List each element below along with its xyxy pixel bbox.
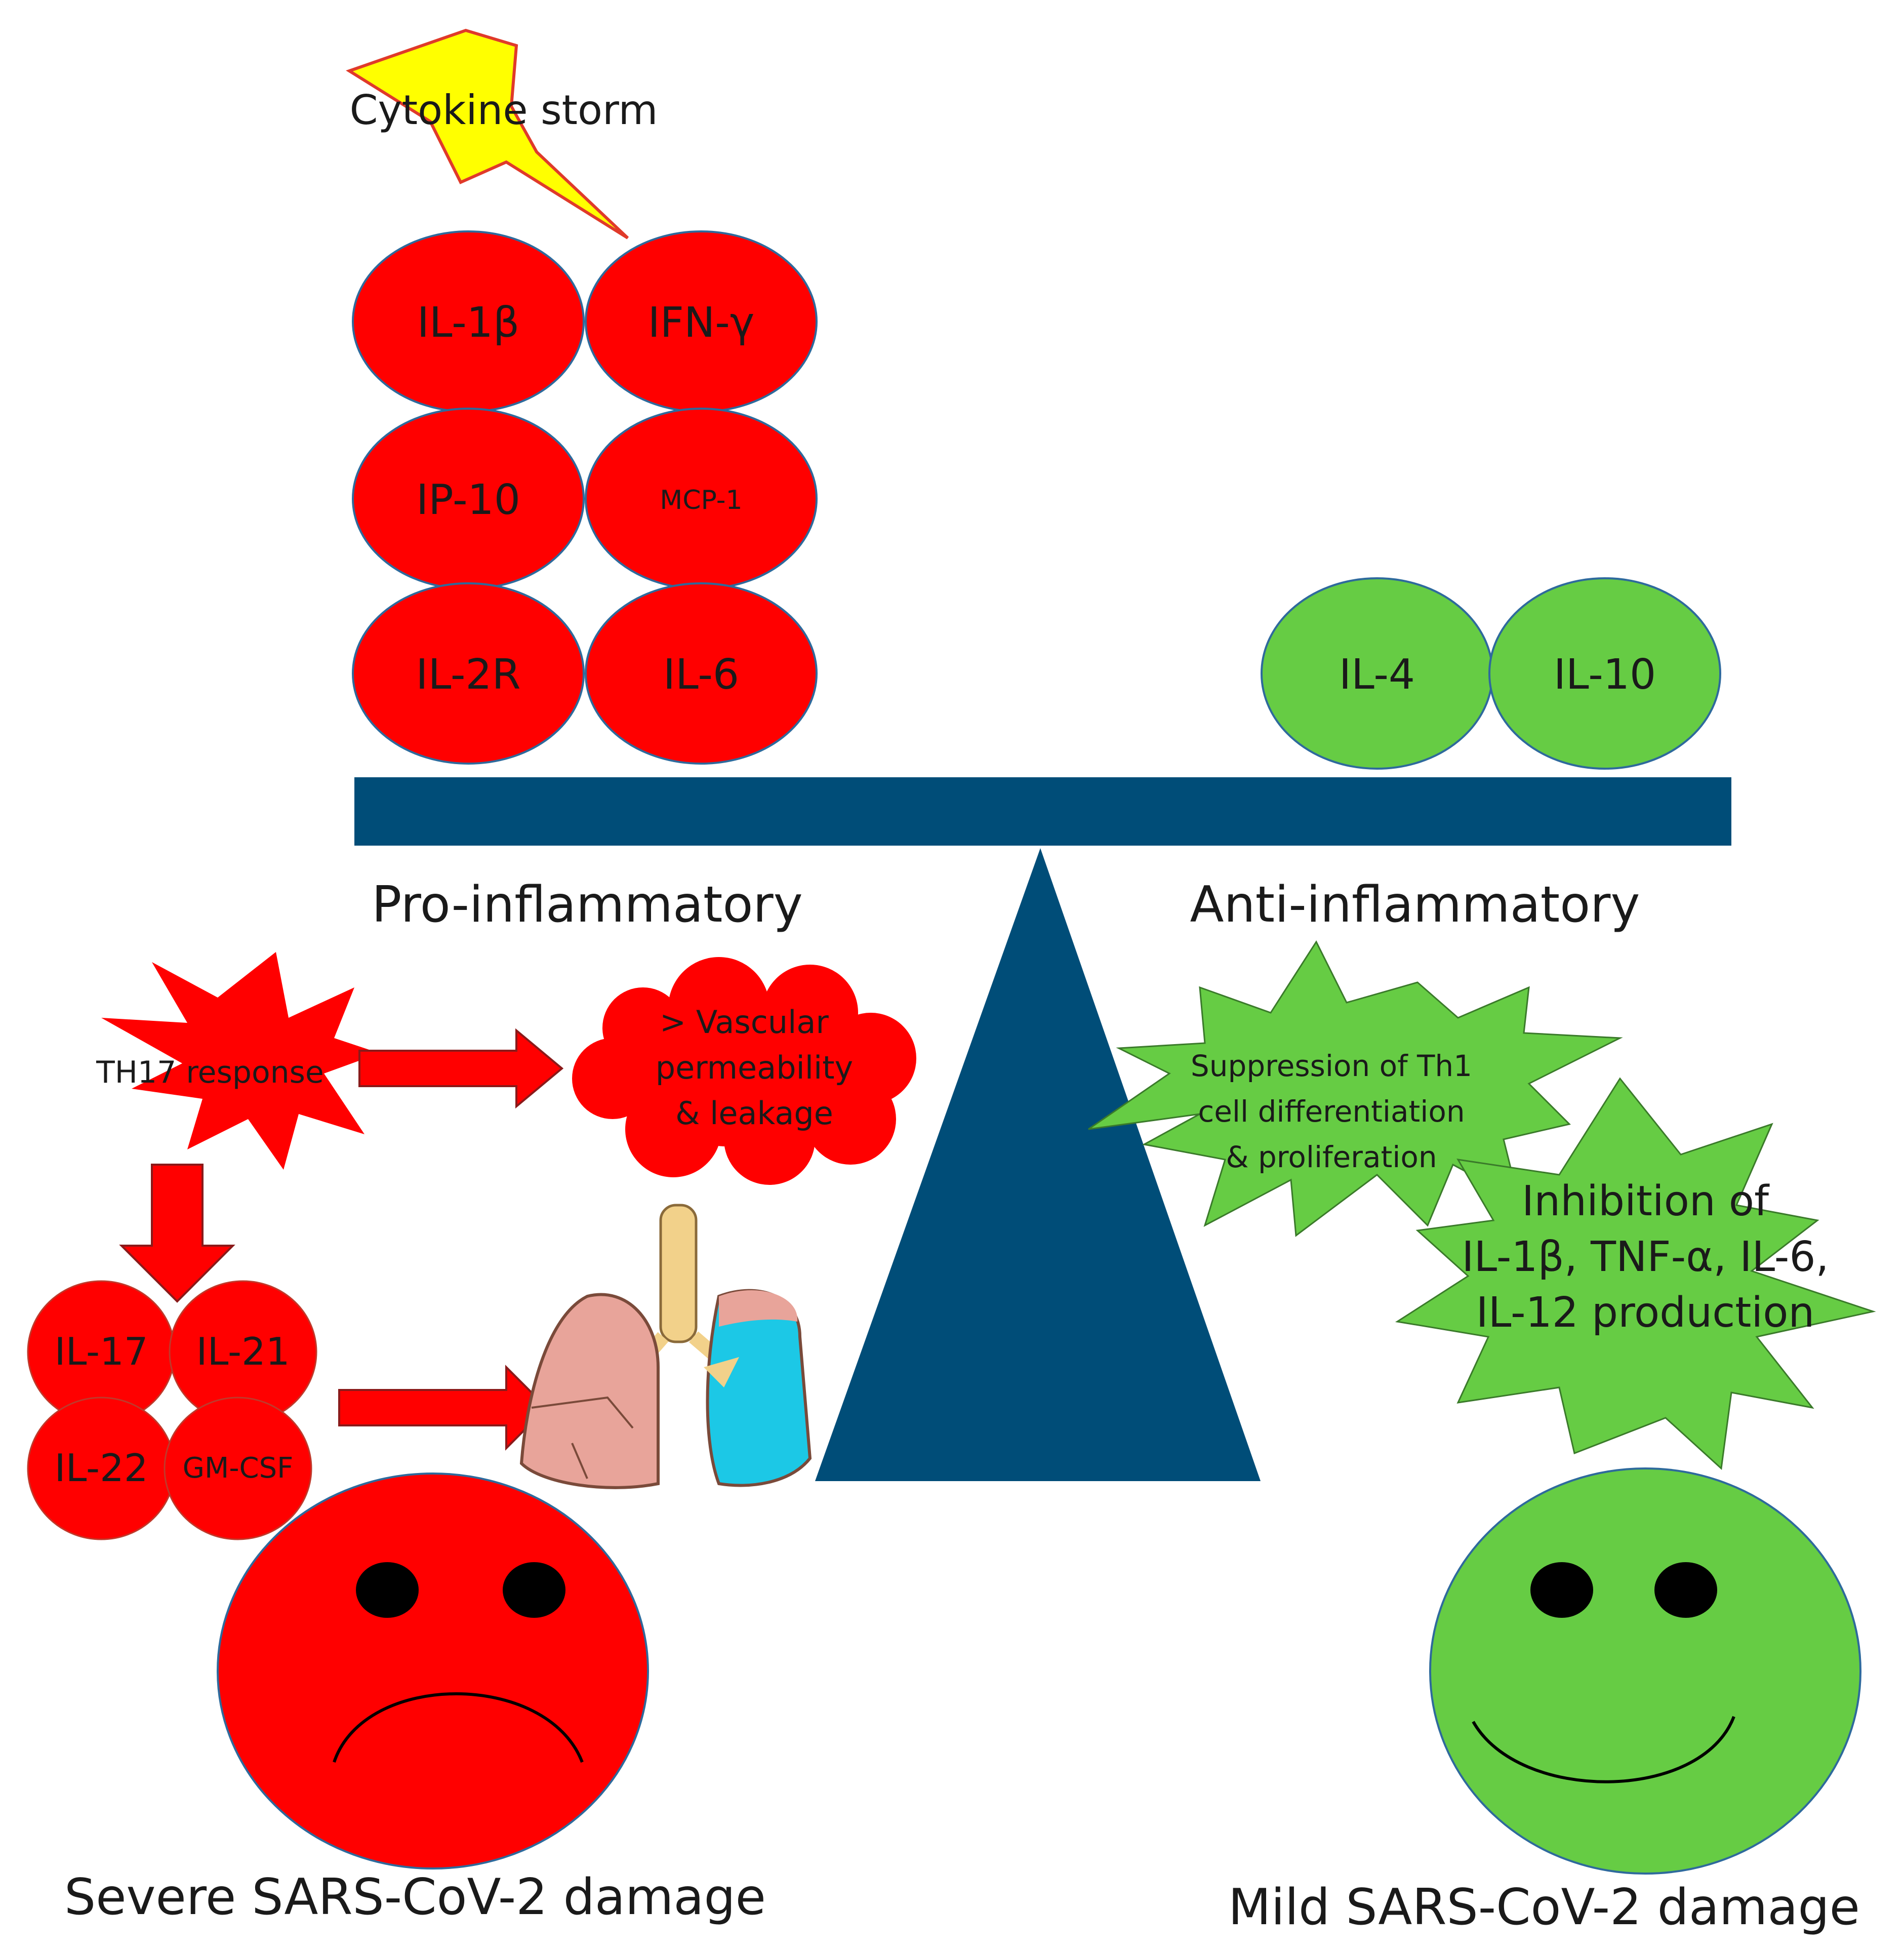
vascular-line: > Vascular xyxy=(660,1004,829,1041)
suppression-line: & proliferation xyxy=(1226,1140,1437,1174)
balance-beam xyxy=(354,777,1731,846)
inhibition-starburst xyxy=(1395,1077,1876,1470)
anti-inflammatory-label: Anti-inflammatory xyxy=(1190,876,1640,934)
inhibition-line: IL-1β, TNF-α, IL-6, xyxy=(1462,1233,1829,1281)
th17-cytokine-circle xyxy=(164,1397,312,1540)
th17-response-label: TH17 response xyxy=(96,1055,324,1090)
suppression-starburst xyxy=(1088,940,1623,1237)
th17-cytokine-label: IL-22 xyxy=(54,1446,148,1490)
pro-cytokine-label: IP-10 xyxy=(416,476,520,524)
arrow-down xyxy=(119,1164,235,1303)
vascular-cloud xyxy=(572,957,916,1185)
sad-face-icon xyxy=(217,1473,649,1870)
mild-outcome-label: Mild SARS-CoV-2 damage xyxy=(1228,1879,1860,1936)
anti-cytokine-label: IL-4 xyxy=(1339,651,1415,699)
cytokine-storm-label: Cytokine storm xyxy=(350,87,658,134)
pro-cytokine-circle xyxy=(352,582,585,765)
th17-cytokine-group: IL-17 IL-21 IL-22 GM-CSF xyxy=(27,1280,317,1540)
th17-cytokine-label: GM-CSF xyxy=(183,1452,294,1485)
pro-cytokine-label: IL-1β xyxy=(417,299,520,347)
pro-cytokine-label: MCP-1 xyxy=(660,485,742,515)
lightning-icon xyxy=(346,28,629,240)
vascular-line: & leakage xyxy=(675,1095,833,1132)
inhibition-line: IL-12 production xyxy=(1476,1289,1815,1337)
happy-face-icon xyxy=(1429,1467,1861,1875)
pro-cytokine-group: IL-1β IFN-γ IP-10 MCP-1 IL-2R IL-6 xyxy=(352,230,818,765)
suppression-line: Suppression of Th1 xyxy=(1191,1049,1472,1083)
suppression-line: cell differentiation xyxy=(1198,1094,1465,1129)
pro-cytokine-label: IL-6 xyxy=(663,651,739,699)
anti-cytokine-label: IL-10 xyxy=(1554,651,1656,699)
inhibition-line: Inhibition of xyxy=(1522,1177,1770,1225)
anti-cytokine-circle xyxy=(1488,577,1721,770)
pro-cytokine-label: IL-2R xyxy=(416,651,520,699)
arrow-to-lungs xyxy=(338,1365,548,1451)
th17-cytokine-label: IL-17 xyxy=(54,1329,148,1374)
pro-cytokine-label: IFN-γ xyxy=(648,299,755,347)
balance-fulcrum xyxy=(815,848,1261,1481)
th17-starburst xyxy=(101,952,380,1170)
pro-cytokine-circle xyxy=(585,582,818,765)
severe-outcome-label: Severe SARS-CoV-2 damage xyxy=(64,1868,766,1926)
arrow-right xyxy=(358,1028,564,1109)
anti-cytokine-group: IL-4 IL-10 xyxy=(1261,577,1721,770)
vascular-line: permeability xyxy=(656,1049,853,1086)
lungs-icon xyxy=(519,1204,812,1489)
th17-cytokine-label: IL-21 xyxy=(196,1329,290,1374)
pro-inflammatory-label: Pro-inflammatory xyxy=(372,876,802,934)
